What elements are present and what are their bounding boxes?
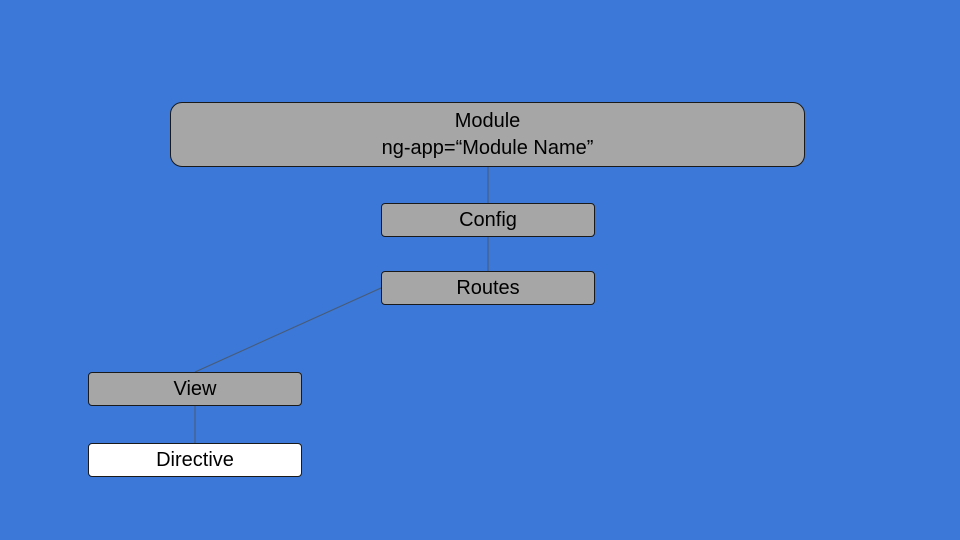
directive-node: Directive: [88, 443, 302, 477]
module-ng-app: ng-app=“Module Name”: [381, 136, 594, 159]
connector-routes-view: [194, 287, 382, 373]
routes-label: Routes: [456, 276, 520, 299]
config-node: Config: [381, 203, 595, 237]
module-title: Module: [454, 109, 521, 132]
config-label: Config: [459, 208, 517, 231]
module-node: Module ng-app=“Module Name”: [170, 102, 805, 167]
view-label: View: [173, 377, 217, 400]
view-node: View: [88, 372, 302, 406]
routes-node: Routes: [381, 271, 595, 305]
directive-label: Directive: [156, 448, 234, 471]
